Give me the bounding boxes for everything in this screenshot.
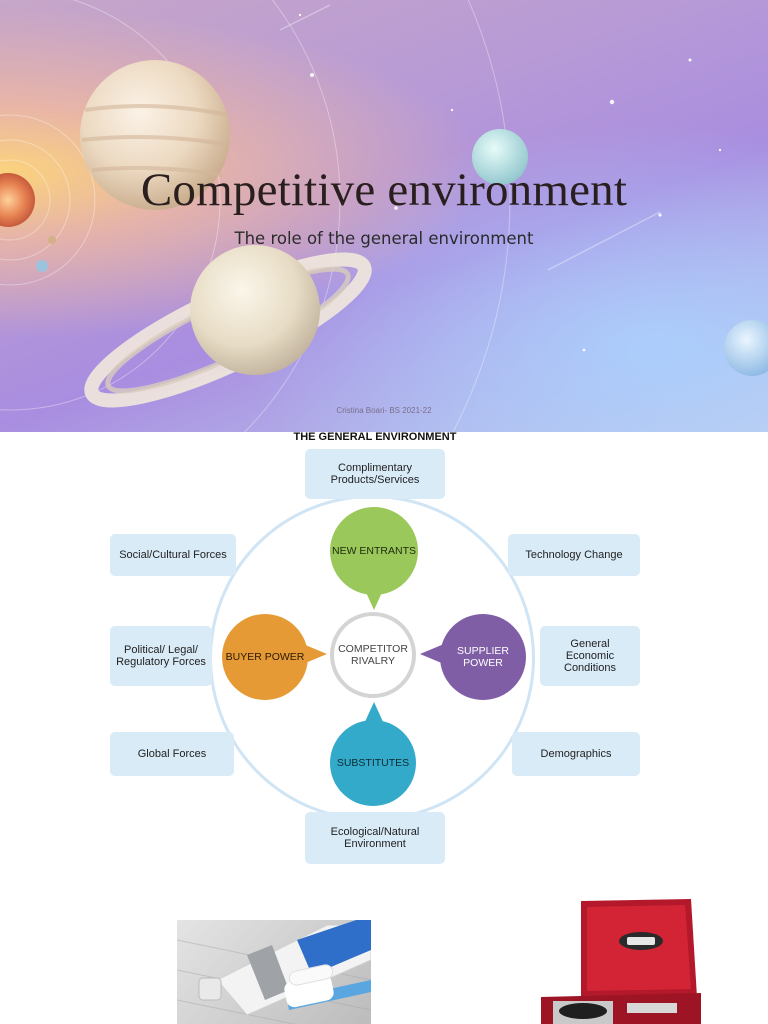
buyer-power-pointer [303,644,327,664]
toothpaste-photo [177,920,371,1024]
factor-global: Global Forces [110,732,234,776]
factor-social-cultural: Social/Cultural Forces [110,534,236,576]
sun-graphic [0,173,35,227]
force-supplier-power: SUPPLIER POWER [440,614,526,700]
force-substitutes: SUBSTITUTES [330,720,416,806]
force-new-entrants: NEW ENTRANTS [330,507,418,595]
saturn-graphic [84,245,372,408]
space-background [0,0,768,432]
slide-subtitle: The role of the general environment [234,229,534,248]
title-slide: Competitive environment The role of the … [0,0,768,432]
factor-demographics: Demographics [512,732,640,776]
factor-technology-change: Technology Change [508,534,640,576]
supplier-power-pointer [420,644,444,664]
slide-title: Competitive environment [140,164,628,216]
substitutes-pointer [364,702,384,724]
neptune-graphic [724,320,768,376]
factor-complimentary-products: Complimentary Products/Services [305,449,445,499]
factor-economic-conditions: General Economic Conditions [540,626,640,686]
record-player-photo [541,897,701,1024]
general-environment-diagram: THE GENERAL ENVIRONMENT Complimentary Pr… [0,431,768,872]
diagram-heading: THE GENERAL ENVIRONMENT [293,431,457,443]
factor-political-legal: Political/ Legal/ Regulatory Forces [110,626,212,686]
factor-ecological-natural: Ecological/Natural Environment [305,812,445,864]
force-competitor-rivalry: COMPETITOR RIVALRY [330,612,416,698]
uranus-graphic [472,129,528,185]
force-buyer-power: BUYER POWER [222,614,308,700]
slide-footer: Cristina Boari- BS 2021-22 [336,406,432,415]
